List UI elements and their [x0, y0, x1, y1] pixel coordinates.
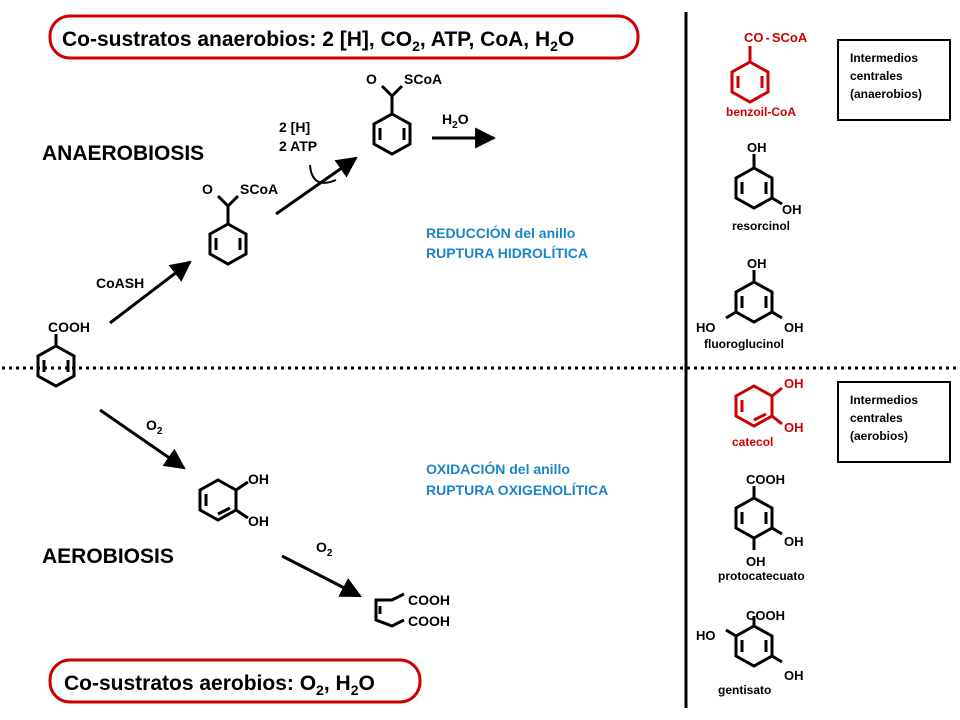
svg-text:(aerobios): (aerobios) — [850, 429, 908, 443]
aerobiosis-title: AEROBIOSIS — [42, 545, 174, 568]
svg-text:OH: OH — [784, 668, 804, 683]
svg-text:OH: OH — [746, 554, 766, 569]
benzoyl-coa-label: benzoil-CoA — [726, 105, 796, 119]
svg-text:COOH: COOH — [746, 608, 785, 623]
arrow-coash — [109, 260, 192, 325]
svg-text:OH: OH — [747, 140, 767, 155]
protocatechuate-intermediate: COOH OH OH protocatecuato — [718, 472, 805, 583]
svg-text:COOH: COOH — [408, 613, 450, 629]
svg-text:OH: OH — [784, 534, 804, 549]
atp-label: 2 ATP — [279, 138, 317, 154]
svg-text:O: O — [366, 71, 377, 87]
o2-label-2: O2 — [316, 539, 333, 559]
protocatechuate-label: protocatecuato — [718, 569, 805, 583]
aerobic-intermediates-box: Intermedios centrales (aerobios) — [837, 381, 951, 463]
svg-text:HO: HO — [696, 320, 716, 335]
arrow-o2-first — [99, 408, 186, 470]
anaerobic-intermediates-box: Intermedios centrales (anaerobios) — [837, 39, 951, 121]
resorcinol-intermediate: OH OH resorcinol — [732, 140, 802, 233]
coash-label: CoASH — [96, 275, 144, 291]
gentisate-intermediate: COOH HO OH gentisato — [696, 608, 804, 697]
arrow-o2-second — [281, 554, 362, 598]
svg-text:centrales: centrales — [850, 69, 903, 83]
anaerobic-cosubstrates-banner: Co-sustratos anaerobios: 2 [H], CO2, ATP… — [48, 14, 640, 60]
svg-text:Co-sustratos aerobios: O2, H2O: Co-sustratos aerobios: O2, H2O — [64, 672, 375, 698]
resorcinol-label: resorcinol — [732, 219, 790, 233]
svg-text:O: O — [202, 181, 213, 197]
reduction-text: REDUCCIÓN del anillo — [426, 224, 575, 241]
muconate-molecule: COOH COOH — [374, 592, 450, 629]
svg-text:OH: OH — [784, 376, 804, 391]
curved-arrow-atp — [309, 164, 337, 184]
catechol-intermediate: OH OH catecol — [732, 376, 804, 449]
svg-text:Intermedios: Intermedios — [850, 51, 918, 65]
aerobic-cosubstrates-banner: Co-sustratos aerobios: O2, H2O — [48, 658, 422, 704]
svg-text:OH: OH — [248, 513, 269, 529]
benzoyl-coa-intermediate: CO-SCoA benzoil-CoA — [726, 30, 808, 119]
svg-text:CO-SCoA: CO-SCoA — [744, 30, 808, 45]
svg-text:COOH: COOH — [48, 319, 90, 335]
o2-label-1: O2 — [146, 417, 163, 437]
svg-text:OH: OH — [784, 420, 804, 435]
svg-text:Intermedios: Intermedios — [850, 393, 918, 407]
anaerobiosis-title: ANAEROBIOSIS — [42, 142, 204, 165]
svg-text:SCoA: SCoA — [240, 181, 278, 197]
svg-text:OH: OH — [784, 320, 804, 335]
gentisate-label: gentisato — [718, 683, 771, 697]
svg-text:HO: HO — [696, 628, 716, 643]
svg-text:SCoA: SCoA — [404, 71, 442, 87]
oxygenolytic-text: RUPTURA OXIGENOLÍTICA — [426, 482, 608, 498]
arrow-reduction — [275, 156, 358, 216]
h2o-label: H2O — [442, 111, 469, 131]
phloroglucinol-label: fluoroglucinol — [704, 337, 784, 351]
hydrolytic-text: RUPTURA HIDROLÍTICA — [426, 245, 588, 261]
svg-text:(anaerobios): (anaerobios) — [850, 87, 922, 101]
catechol-molecule: OH OH — [198, 471, 269, 529]
h2-label: 2 [H] — [279, 119, 310, 135]
cyclohexadiene-coa-molecule: O SCoA — [366, 71, 442, 156]
svg-text:OH: OH — [782, 202, 802, 217]
benzoate-molecule: COOH — [36, 319, 90, 388]
svg-text:OH: OH — [747, 256, 767, 271]
oxidation-text: OXIDACIÓN del anillo — [426, 460, 570, 477]
svg-text:OH: OH — [248, 471, 269, 487]
svg-text:centrales: centrales — [850, 411, 903, 425]
phloroglucinol-intermediate: OH HO OH fluoroglucinol — [696, 256, 804, 351]
svg-text:COOH: COOH — [746, 472, 785, 487]
catechol-label: catecol — [732, 435, 773, 449]
benzoyl-coa-molecule: O SCoA — [202, 181, 278, 266]
svg-text:Co-sustratos anaerobios: 2 [H]: Co-sustratos anaerobios: 2 [H], CO2, ATP… — [62, 28, 574, 54]
svg-text:COOH: COOH — [408, 592, 450, 608]
